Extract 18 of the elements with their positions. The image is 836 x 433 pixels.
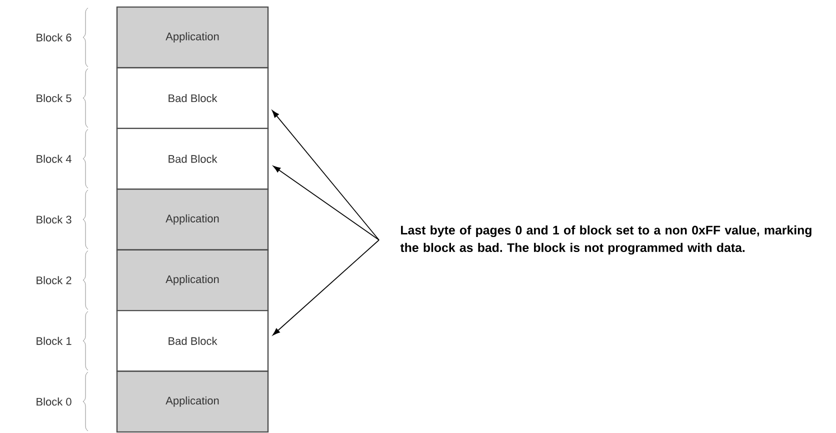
block-label: Block 0 xyxy=(36,398,72,406)
memory-block: Bad Block xyxy=(116,67,269,130)
memory-block: Bad Block xyxy=(116,128,269,190)
memory-block: Application xyxy=(116,6,269,68)
memory-block: Application xyxy=(116,370,269,433)
arrow xyxy=(273,166,380,240)
block-label: Block 1 xyxy=(36,336,72,345)
memory-block: Application xyxy=(116,249,269,312)
block-label: Block 4 xyxy=(36,154,72,163)
arrow xyxy=(272,110,380,240)
note-text: Last byte of pages 0 and 1 of block set to a non 0xFF value, marking the block as bad. The block is not programmed with data. xyxy=(400,225,812,255)
block-label: Block 6 xyxy=(36,33,72,42)
memory-block: Bad Block xyxy=(116,310,269,372)
block-label: Block 5 xyxy=(36,94,72,102)
block-label: Block 2 xyxy=(36,276,72,284)
memory-block: Application xyxy=(116,188,269,250)
arrow xyxy=(272,240,380,336)
block-label: Block 3 xyxy=(36,215,72,224)
